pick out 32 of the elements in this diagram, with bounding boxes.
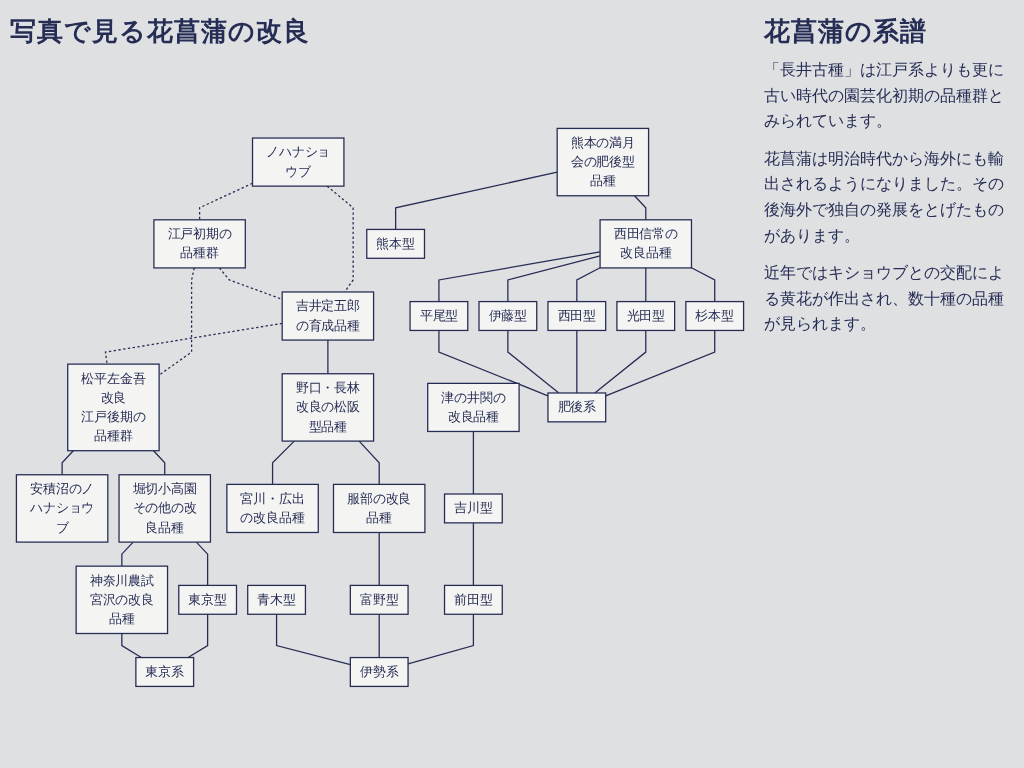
lineage-box: 松平左金吾改良 江戸後期の品種群 (67, 363, 160, 452)
lineage-box: 前田型 (443, 584, 503, 615)
lineage-box: 宮川・広出の改良品種 (226, 483, 319, 534)
lineage-box: 熊本型 (366, 228, 426, 259)
lineage-box: 津の井関の改良品種 (427, 382, 520, 433)
paragraph: 花菖蒲は明治時代から海外にも輸出されるようになりました。その後海外で独自の発展をとげたものがあります。 (764, 147, 1005, 247)
title: 花菖蒲の系譜 (764, 15, 928, 48)
lineage-box: 東京型 (178, 584, 238, 615)
lineage-box: 杉本型 (685, 301, 745, 332)
lineage-box: 伊勢系 (349, 657, 409, 688)
lineage-box: 平尾型 (409, 301, 469, 332)
heading: 写真で見る花菖蒲の改良 (10, 15, 311, 48)
paragraph: 近年ではキショウブとの交配による黄花が作出され、数十種の品種が見られます。 (764, 262, 1005, 336)
lineage-box: 服部の改良品種 (332, 483, 426, 534)
lineage-box: 西田型 (547, 301, 607, 332)
lineage-box: 富野型 (349, 584, 409, 615)
lineage-box: 神奈川農試宮沢の改良品種 (75, 565, 169, 635)
lineage-box: 西田信常の改良品種 (599, 219, 693, 269)
lineage-box: 野口・長林改良の松阪型品種 (281, 373, 375, 442)
paragraph: 「長井古種」は江戸系よりも更に古い時代の園芸化初期の品種群とみられています。 (764, 59, 1005, 133)
lineage-box: 江戸初期の品種群 (153, 219, 246, 269)
lineage-box: 堀切小高園その他の改良品種 (118, 474, 212, 543)
lineage-box: ノハナショウブ (251, 137, 345, 187)
lineage-box: 吉川型 (443, 493, 503, 524)
lineage-box: 吉井定五郎の育成品種 (281, 291, 375, 341)
lineage-box: 熊本の満月会の肥後型品種 (556, 127, 650, 197)
lineage-box: 青木型 (247, 584, 307, 615)
lineage-box: 肥後系 (547, 392, 607, 423)
lineage-box: 伊藤型 (478, 301, 538, 332)
lineage-box: 安積沼のノハナショウブ (15, 474, 109, 543)
lineage-box: 光田型 (616, 301, 676, 332)
lineage-box: 東京系 (135, 657, 195, 688)
